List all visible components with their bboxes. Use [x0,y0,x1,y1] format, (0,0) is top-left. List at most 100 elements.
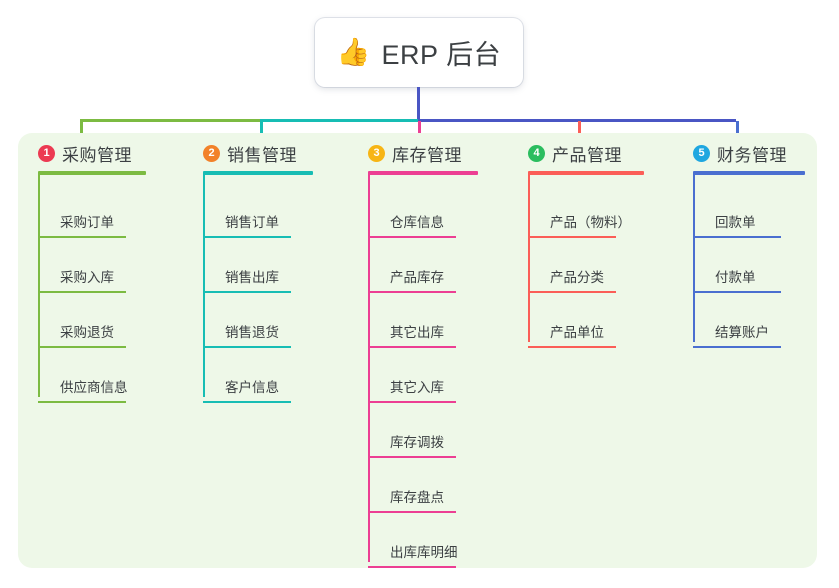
bus-green [80,119,260,122]
leaf-item[interactable]: 库存调拨 [368,403,456,458]
leaf-item-label: 仓库信息 [390,215,444,230]
root-stem-connector [417,87,420,121]
leaf-item-rule [368,291,456,293]
leaf-item-rule [528,236,616,238]
leaf-item-label: 销售退货 [225,325,279,340]
leaf-item[interactable]: 采购订单 [38,183,126,238]
root-node-content: 👍 ERP 后台 [337,33,501,72]
column-spine-1 [38,173,40,397]
leaf-item-label: 采购退货 [60,325,114,340]
leaf-item[interactable]: 产品（物料） [528,183,631,238]
drop-connector-4 [578,121,581,139]
leaf-item[interactable]: 销售出库 [203,238,291,293]
column-header-rule-2 [203,171,313,175]
leaf-item-label: 出库库明细 [390,545,458,560]
column-title-3: 库存管理 [392,146,462,165]
column-title-2: 销售管理 [227,146,297,165]
column-badge-1: 1 [38,145,55,162]
leaf-item[interactable]: 产品单位 [528,293,616,348]
leaf-item-rule [38,346,126,348]
leaf-item-rule [203,401,291,403]
leaf-item-label: 结算账户 [715,325,769,340]
column-spine-4 [528,173,530,342]
column-title-5: 财务管理 [717,146,787,165]
leaf-item[interactable]: 产品库存 [368,238,456,293]
leaf-item-label: 库存盘点 [390,490,444,505]
leaf-item[interactable]: 客户信息 [203,348,291,403]
column-header-rule-5 [693,171,805,175]
leaf-item-rule [368,401,456,403]
column-title-1: 采购管理 [62,146,132,165]
leaf-item-rule [38,236,126,238]
leaf-item-label: 库存调拨 [390,435,444,450]
leaf-item-label: 产品单位 [550,325,604,340]
leaf-item[interactable]: 仓库信息 [368,183,456,238]
leaf-item-label: 采购入库 [60,270,114,285]
bus-teal [260,119,418,122]
leaf-item-label: 采购订单 [60,215,114,230]
leaf-item-rule [368,566,456,568]
leaf-item-label: 产品分类 [550,270,604,285]
leaf-item[interactable]: 采购入库 [38,238,126,293]
column-header-rule-3 [368,171,478,175]
column-spine-3 [368,173,370,562]
leaf-item-label: 产品库存 [390,270,444,285]
column-header-3[interactable]: 3 库存管理 [368,141,462,166]
column-header-4[interactable]: 4 产品管理 [528,141,622,166]
leaf-item-rule [203,236,291,238]
leaf-item-rule [693,291,781,293]
leaf-item[interactable]: 出库库明细 [368,513,458,568]
column-badge-2: 2 [203,145,220,162]
leaf-item-rule [693,346,781,348]
leaf-item[interactable]: 产品分类 [528,238,616,293]
column-header-5[interactable]: 5 财务管理 [693,141,787,166]
column-badge-4: 4 [528,145,545,162]
leaf-item[interactable]: 其它出库 [368,293,456,348]
leaf-item-label: 付款单 [715,270,756,285]
drop-connector-1 [80,121,83,139]
leaf-item[interactable]: 销售退货 [203,293,291,348]
column-header-2[interactable]: 2 销售管理 [203,141,297,166]
leaf-item-label: 产品（物料） [550,215,631,230]
leaf-item-label: 供应商信息 [60,380,128,395]
leaf-item[interactable]: 其它入库 [368,348,456,403]
leaf-item[interactable]: 销售订单 [203,183,291,238]
leaf-item-rule [368,511,456,513]
thumbs-up-icon: 👍 [336,37,371,67]
leaf-item-rule [368,456,456,458]
leaf-item[interactable]: 结算账户 [693,293,781,348]
leaf-item[interactable]: 采购退货 [38,293,126,348]
leaf-item-label: 回款单 [715,215,756,230]
drop-connector-5 [736,121,739,139]
column-header-1[interactable]: 1 采购管理 [38,141,132,166]
leaf-item-rule [203,346,291,348]
column-title-4: 产品管理 [552,146,622,165]
leaf-item-label: 销售订单 [225,215,279,230]
leaf-item-rule [368,346,456,348]
leaf-item-rule [528,346,616,348]
leaf-item-label: 其它出库 [390,325,444,340]
column-badge-5: 5 [693,145,710,162]
drop-connector-2 [260,121,263,139]
leaf-item[interactable]: 回款单 [693,183,781,238]
leaf-item-rule [528,291,616,293]
leaf-item[interactable]: 供应商信息 [38,348,128,403]
column-spine-5 [693,173,695,342]
leaf-item-rule [203,291,291,293]
branch-panel: 1 采购管理采购订单采购入库采购退货供应商信息 2 销售管理销售订单销售出库销售退货客… [18,133,817,568]
root-node-title: ERP 后台 [381,40,502,70]
leaf-item-label: 其它入库 [390,380,444,395]
leaf-item-rule [38,401,126,403]
leaf-item-rule [38,291,126,293]
column-header-rule-1 [38,171,146,175]
leaf-item-rule [693,236,781,238]
leaf-item[interactable]: 付款单 [693,238,781,293]
drop-connector-3 [418,121,421,139]
column-header-rule-4 [528,171,644,175]
leaf-item-label: 客户信息 [225,380,279,395]
column-spine-2 [203,173,205,397]
leaf-item[interactable]: 库存盘点 [368,458,456,513]
root-node[interactable]: 👍 ERP 后台 [315,18,523,87]
column-badge-3: 3 [368,145,385,162]
